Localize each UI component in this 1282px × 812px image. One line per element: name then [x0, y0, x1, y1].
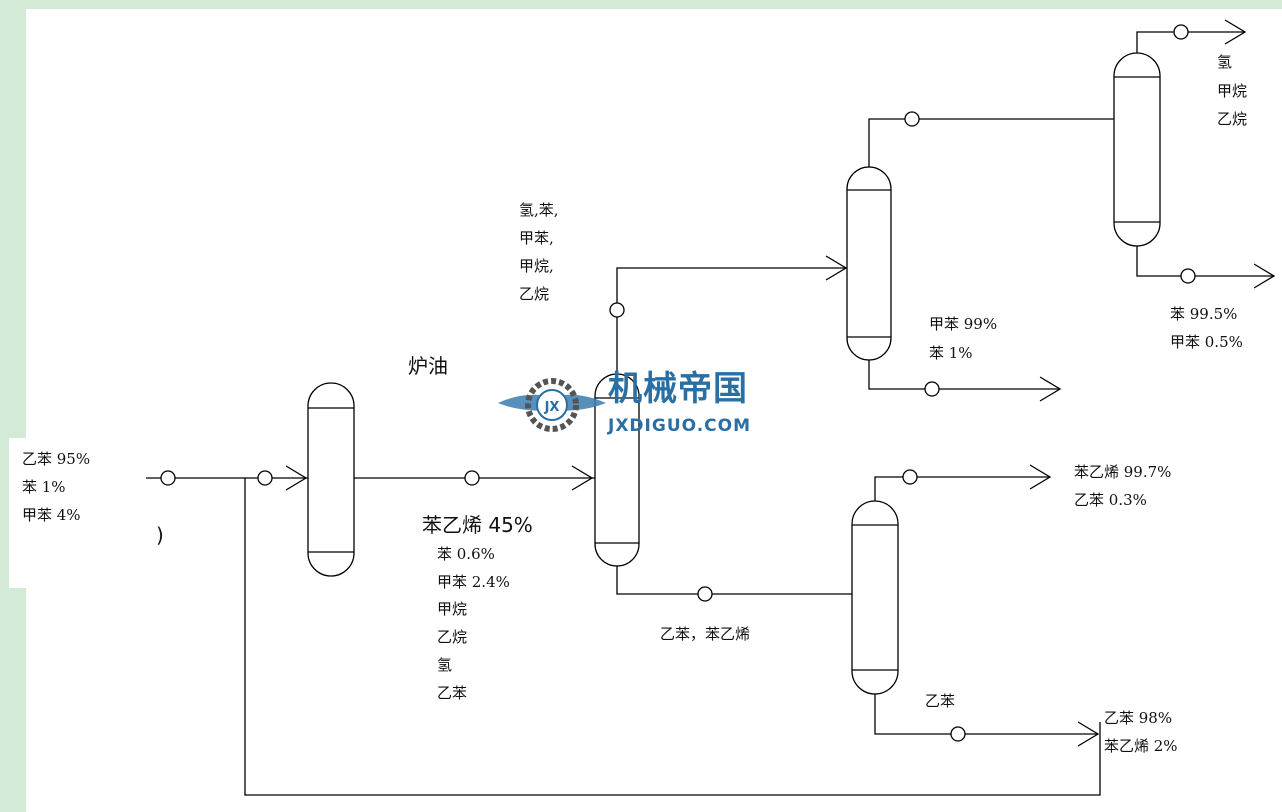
watermark-title: 机械帝国: [608, 369, 748, 409]
emblem-circle: [536, 389, 568, 421]
column5-overhead-line: [874, 464, 1052, 501]
mid-stream-l5: 氢: [437, 656, 453, 674]
valve-circle: [697, 586, 713, 602]
column4-overhead-line: [1136, 19, 1247, 53]
col5-top-l1: 苯乙烯 99.7%: [1074, 463, 1172, 481]
watermark-subtitle: JXDIGUO.COM: [608, 416, 752, 436]
col5-bottom-label: 乙苯: [925, 692, 956, 710]
valve-circle: [257, 470, 273, 486]
column-1: [307, 382, 355, 577]
column4-bottoms-line: [1136, 246, 1276, 289]
overhead1-l4: 乙烷: [519, 285, 550, 303]
col2-bottom-label: 乙苯，苯乙烯: [660, 625, 751, 643]
valve-circle: [950, 726, 966, 742]
recycle-l2: 苯乙烯 2%: [1104, 737, 1178, 755]
valve-circle: [1180, 268, 1196, 284]
column-5: [851, 500, 899, 695]
fuel-oil-label: 炉油: [408, 354, 448, 378]
valve-circle: [902, 469, 918, 485]
column-4: [1113, 52, 1161, 247]
fragment-label: ): [156, 523, 164, 547]
mid-stream-l3: 甲烷: [437, 600, 468, 618]
column2-bottoms-line: [616, 566, 852, 595]
feed-panel: [9, 438, 26, 588]
recycle-line: [244, 478, 1101, 796]
col3-bottom-l1: 甲苯 99%: [929, 315, 998, 333]
mid-stream-l1: 苯 0.6%: [437, 545, 495, 563]
overhead1-l2: 甲苯,: [519, 229, 554, 247]
mid-stream-l4: 乙烷: [437, 628, 468, 646]
valve-circle: [924, 381, 940, 397]
overhead2-l2: 甲烷: [1217, 82, 1248, 100]
feed-label-line2: 苯 1%: [22, 478, 66, 496]
column3-overhead-line: [868, 118, 1114, 167]
valve-circle: [464, 470, 480, 486]
column3-bottoms-line: [868, 360, 1062, 402]
gear-icon: [525, 378, 579, 432]
overhead2-l1: 氢: [1217, 53, 1233, 71]
column5-bottoms-line: [874, 694, 1100, 747]
mid-stream-title: 苯乙烯 45%: [422, 513, 533, 537]
watermark-logo: JX: [498, 378, 606, 432]
mid-stream-l2: 甲苯 2.4%: [437, 573, 510, 591]
mid-stream-l6: 乙苯: [437, 684, 468, 702]
emblem-text: JX: [544, 400, 560, 415]
valves: [160, 24, 1196, 742]
col4-bottom-l2: 甲苯 0.5%: [1170, 333, 1243, 351]
valve-circle: [1173, 24, 1189, 40]
col3-bottom-l2: 苯 1%: [929, 344, 973, 362]
feed-label-line3: 甲苯 4%: [22, 506, 81, 524]
valve-circle: [904, 111, 920, 127]
diagram-canvas: [26, 9, 1282, 812]
recycle-l1: 乙苯 98%: [1104, 709, 1173, 727]
col5-top-l2: 乙苯 0.3%: [1074, 491, 1147, 509]
col4-bottom-l1: 苯 99.5%: [1170, 305, 1238, 323]
overhead1-l1: 氢,苯,: [519, 201, 559, 219]
column-3: [846, 166, 892, 361]
column2-overhead-line: [616, 255, 848, 374]
valve-circle: [609, 302, 625, 318]
overhead2-l3: 乙烷: [1217, 110, 1248, 128]
valve-circle: [160, 470, 176, 486]
overhead1-l3: 甲烷,: [519, 257, 554, 275]
feed-label-line1: 乙苯 95%: [22, 450, 91, 468]
